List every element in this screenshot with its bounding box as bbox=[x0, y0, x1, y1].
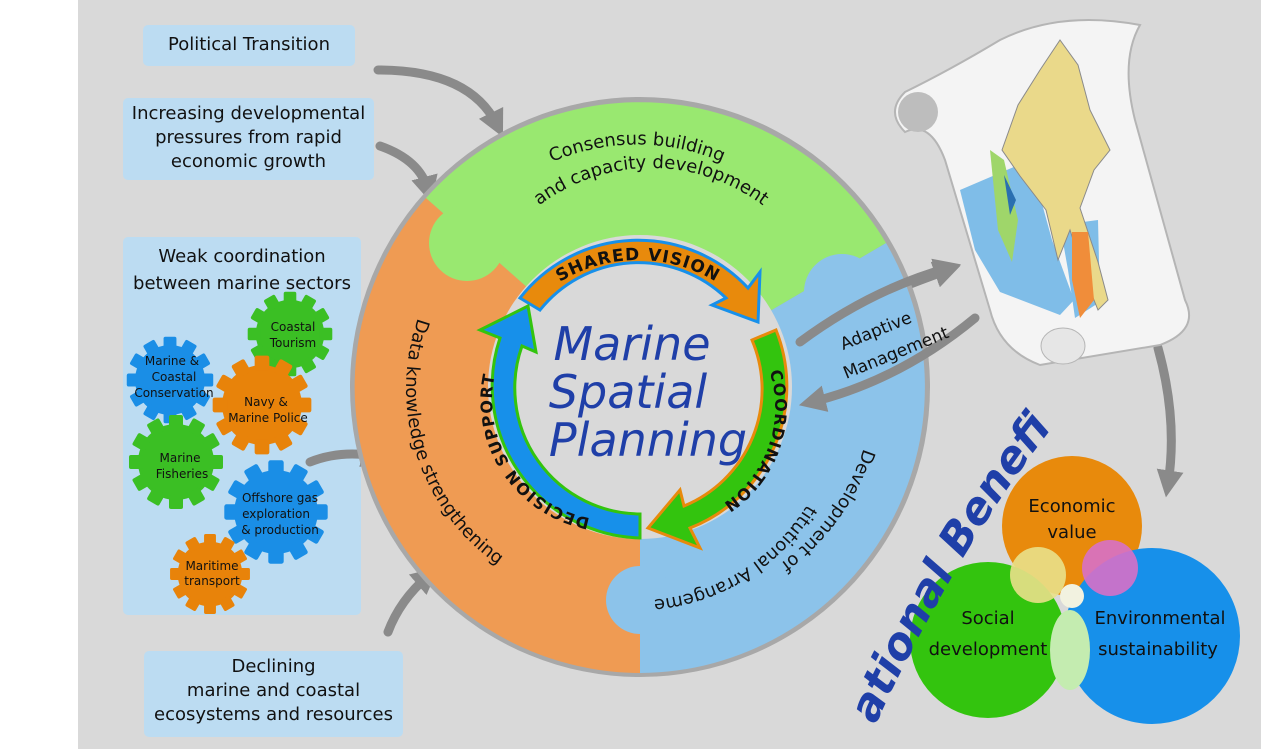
economic-line-1: Economic bbox=[1028, 496, 1115, 517]
puzzle-knob-blue bbox=[804, 254, 880, 330]
arrow-to-benefits-icon bbox=[1153, 343, 1184, 498]
gas-line-1: Offshore gas bbox=[242, 491, 318, 505]
declining-line-3: ecosystems and resources bbox=[154, 704, 393, 725]
conservation-line-1: Marine & bbox=[145, 354, 199, 368]
fisheries-line-1: Marine bbox=[160, 451, 201, 465]
inner-cycle-arrows bbox=[476, 238, 789, 551]
arrow-development-icon bbox=[375, 141, 438, 204]
social-line-2: development bbox=[929, 639, 1048, 660]
benefits-labels: Economic value Social development Enviro… bbox=[929, 496, 1226, 660]
benefits-venn bbox=[910, 456, 1240, 724]
transport-line-1: Maritime bbox=[185, 559, 238, 573]
msp-title-line-2: Spatial bbox=[549, 365, 708, 419]
msp-title-line-1: Marine bbox=[553, 317, 710, 371]
conservation-line-2: Coastal bbox=[152, 370, 197, 384]
weak-coordination-line-2: between marine sectors bbox=[133, 273, 351, 294]
tourism-line-1: Coastal bbox=[271, 320, 316, 334]
political-transition-box: Political Transition bbox=[143, 25, 355, 66]
adaptive-arrow-down-icon bbox=[798, 313, 980, 412]
decision-support-arrow-icon bbox=[476, 303, 642, 540]
declining-line-2: marine and coastal bbox=[186, 680, 361, 701]
social-line-1: Social bbox=[961, 608, 1014, 629]
shared-vision-arrow-icon bbox=[517, 238, 762, 325]
arrow-political-icon bbox=[373, 65, 504, 138]
transport-line-2: transport bbox=[184, 574, 240, 588]
economic-line-2: value bbox=[1047, 522, 1096, 543]
myanmar-map-scroll-icon bbox=[894, 19, 1190, 367]
development-pressures-box: Increasing developmental pressures from … bbox=[123, 98, 374, 180]
environmental-line-1: Environmental bbox=[1095, 608, 1226, 629]
conservation-line-3: Conservation bbox=[134, 386, 213, 400]
arrow-ecosystems-icon bbox=[383, 567, 439, 637]
environmental-line-2: sustainability bbox=[1098, 639, 1218, 660]
puzzle-knob-orange bbox=[606, 566, 674, 634]
navy-line-2: Marine Police bbox=[228, 411, 308, 425]
development-line-1: Increasing developmental bbox=[131, 103, 366, 124]
navy-line-1: Navy & bbox=[244, 395, 288, 409]
adaptive-arrow-up-icon bbox=[795, 258, 961, 347]
development-line-3: economic growth bbox=[170, 151, 327, 172]
coordination-arrow-icon bbox=[645, 328, 789, 551]
tourism-line-2: Tourism bbox=[269, 336, 316, 350]
msp-title: Marine Spatial Planning bbox=[549, 317, 747, 467]
msp-title-line-3: Planning bbox=[549, 413, 747, 467]
fisheries-line-2: Fisheries bbox=[156, 467, 209, 481]
social-circle bbox=[910, 562, 1066, 718]
gas-line-2: exploration bbox=[242, 507, 310, 521]
political-transition-label: Political Transition bbox=[168, 34, 330, 55]
gas-line-3: & production bbox=[241, 523, 319, 537]
inner-disk bbox=[488, 235, 792, 539]
puzzle-knob-green bbox=[429, 205, 505, 281]
development-line-2: pressures from rapid bbox=[155, 127, 342, 148]
declining-line-1: Declining bbox=[231, 656, 316, 677]
weak-coordination-line-1: Weak coordination bbox=[158, 246, 326, 267]
declining-ecosystems-box: Declining marine and coastal ecosystems … bbox=[144, 651, 403, 737]
adaptive-management-arrows bbox=[795, 258, 980, 412]
gear-labels: Coastal Tourism Marine & Coastal Conserv… bbox=[134, 320, 318, 588]
